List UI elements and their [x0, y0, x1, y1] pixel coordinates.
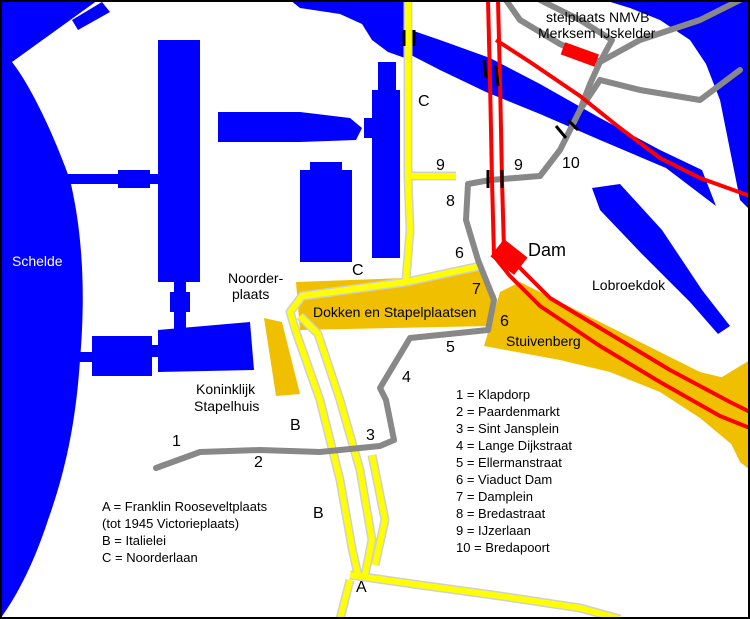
road-letter-c-mid: C — [352, 262, 364, 279]
dock-connector-right — [364, 118, 376, 138]
route-number-1: 1 — [172, 433, 181, 450]
dam-station-marker — [490, 239, 528, 275]
legend-street-3: 3 = Sint Jansplein — [456, 421, 559, 436]
route-number-3: 3 — [366, 427, 375, 444]
road-letter-c-top: C — [418, 93, 430, 110]
label-noorderplaats-1: Noorder- — [228, 270, 284, 286]
legend-road-line-2: (tot 1945 Victorieplaats) — [102, 516, 239, 531]
legend-street-2: 2 = Paardenmarkt — [456, 404, 560, 419]
legend-street-1: 1 = Klapdorp — [456, 387, 530, 402]
legend-street-10: 10 = Bredapoort — [456, 540, 550, 555]
labels: Schelde Noorder- plaats Dokken en Stapel… — [12, 9, 666, 596]
dock-vertical-main — [158, 40, 200, 282]
dock-small-center — [300, 170, 352, 262]
dock-middle — [218, 112, 362, 142]
legend-street-7: 7 = Damplein — [456, 489, 533, 504]
route-number-2: 2 — [254, 454, 263, 471]
legend-street-5: 5 = Ellermanstraat — [456, 455, 562, 470]
tram-line-depot-2 — [597, 0, 743, 65]
area-layer — [264, 266, 750, 470]
legend-street-9: 9 = IJzerlaan — [456, 523, 531, 538]
label-noorderplaats-2: plaats — [232, 286, 269, 302]
dock-right-neck — [378, 62, 396, 92]
label-stelplaats-2: Merksem IJskelder — [538, 25, 656, 41]
tram-line-main — [153, 77, 603, 471]
label-stapelhuis-2: Stapelhuis — [194, 398, 259, 414]
area-right-edge — [704, 360, 750, 470]
route-number-8: 8 — [446, 193, 455, 210]
canal-diagonal — [405, 28, 716, 206]
area-stapelhuis — [264, 318, 300, 396]
lobroekdok — [592, 184, 730, 334]
lock-channel-lower-b — [148, 345, 162, 357]
road-b-italielei — [297, 313, 375, 576]
route-number-9b: 9 — [514, 157, 523, 174]
route-number-6a: 6 — [455, 245, 464, 262]
lock-channel-upper-b — [148, 174, 162, 184]
water-top-right — [604, 0, 750, 210]
road-letter-b-lower: B — [313, 505, 324, 522]
bridge-ticks — [402, 30, 580, 188]
label-stelplaats-1: stelplaats NMVB — [546, 9, 649, 25]
road-layer — [285, 0, 622, 619]
schelde-river — [0, 0, 98, 619]
rail-main-east — [496, 0, 750, 414]
label-lobroekdok: Lobroekdok — [592, 277, 666, 293]
legend-streets: 1 = Klapdorp 2 = Paardenmarkt 3 = Sint J… — [456, 387, 572, 555]
rail-branch — [494, 38, 750, 198]
dock-lower-left — [92, 336, 152, 376]
road-letter-a: A — [356, 579, 367, 596]
road-a-south — [337, 579, 353, 619]
dock-top — [290, 0, 405, 58]
route-number-9a: 9 — [436, 157, 445, 174]
legend-road-line-1: A = Franklin Rooseveltplaats — [102, 499, 268, 514]
tram-line-north — [597, 67, 743, 103]
lock-channel-upper — [68, 174, 120, 184]
tram-line-depot — [537, 0, 615, 113]
road-b-east — [369, 454, 388, 566]
road-c-noorderlaan — [403, 0, 413, 281]
road-a-plaats — [349, 572, 621, 619]
legend-street-4: 4 = Lange Dijkstraat — [456, 438, 572, 453]
lock-channel-lower — [66, 352, 94, 362]
label-stuivenberg: Stuivenberg — [506, 333, 581, 349]
lock-upper — [118, 170, 150, 188]
route-number-4: 4 — [402, 369, 411, 386]
area-dokken — [296, 266, 496, 330]
dock-lower — [158, 322, 254, 372]
dock-lock-small — [170, 292, 190, 312]
legend-street-6: 6 = Viaduct Dam — [456, 472, 552, 487]
route-number-7: 7 — [472, 281, 481, 298]
dock-small-top — [310, 162, 342, 174]
top-channel — [72, 2, 110, 30]
road-letter-b-upper: B — [290, 417, 301, 434]
dock-vertical-right — [372, 90, 400, 258]
label-schelde: Schelde — [12, 253, 63, 269]
legend-roads: A = Franklin Rooseveltplaats (tot 1945 V… — [102, 499, 268, 565]
label-stapelhuis-1: Koninklijk — [196, 381, 256, 397]
route-number-6b: 6 — [500, 313, 509, 330]
depot-marker — [560, 42, 599, 67]
rail-main-west — [486, 0, 750, 430]
road-c-lower — [287, 279, 407, 576]
label-dam: Dam — [528, 240, 566, 260]
label-dokken: Dokken en Stapelplaatsen — [313, 304, 476, 320]
route-number-10: 10 — [562, 155, 580, 172]
legend-road-line-4: C = Noorderlaan — [102, 550, 198, 565]
legend-road-line-3: B = Italielei — [102, 533, 166, 548]
area-stuivenberg — [484, 282, 750, 460]
legend-street-8: 8 = Bredastraat — [456, 506, 546, 521]
route-number-5: 5 — [446, 339, 455, 356]
road-dam-link — [405, 263, 481, 285]
rail-layer — [486, 0, 750, 430]
